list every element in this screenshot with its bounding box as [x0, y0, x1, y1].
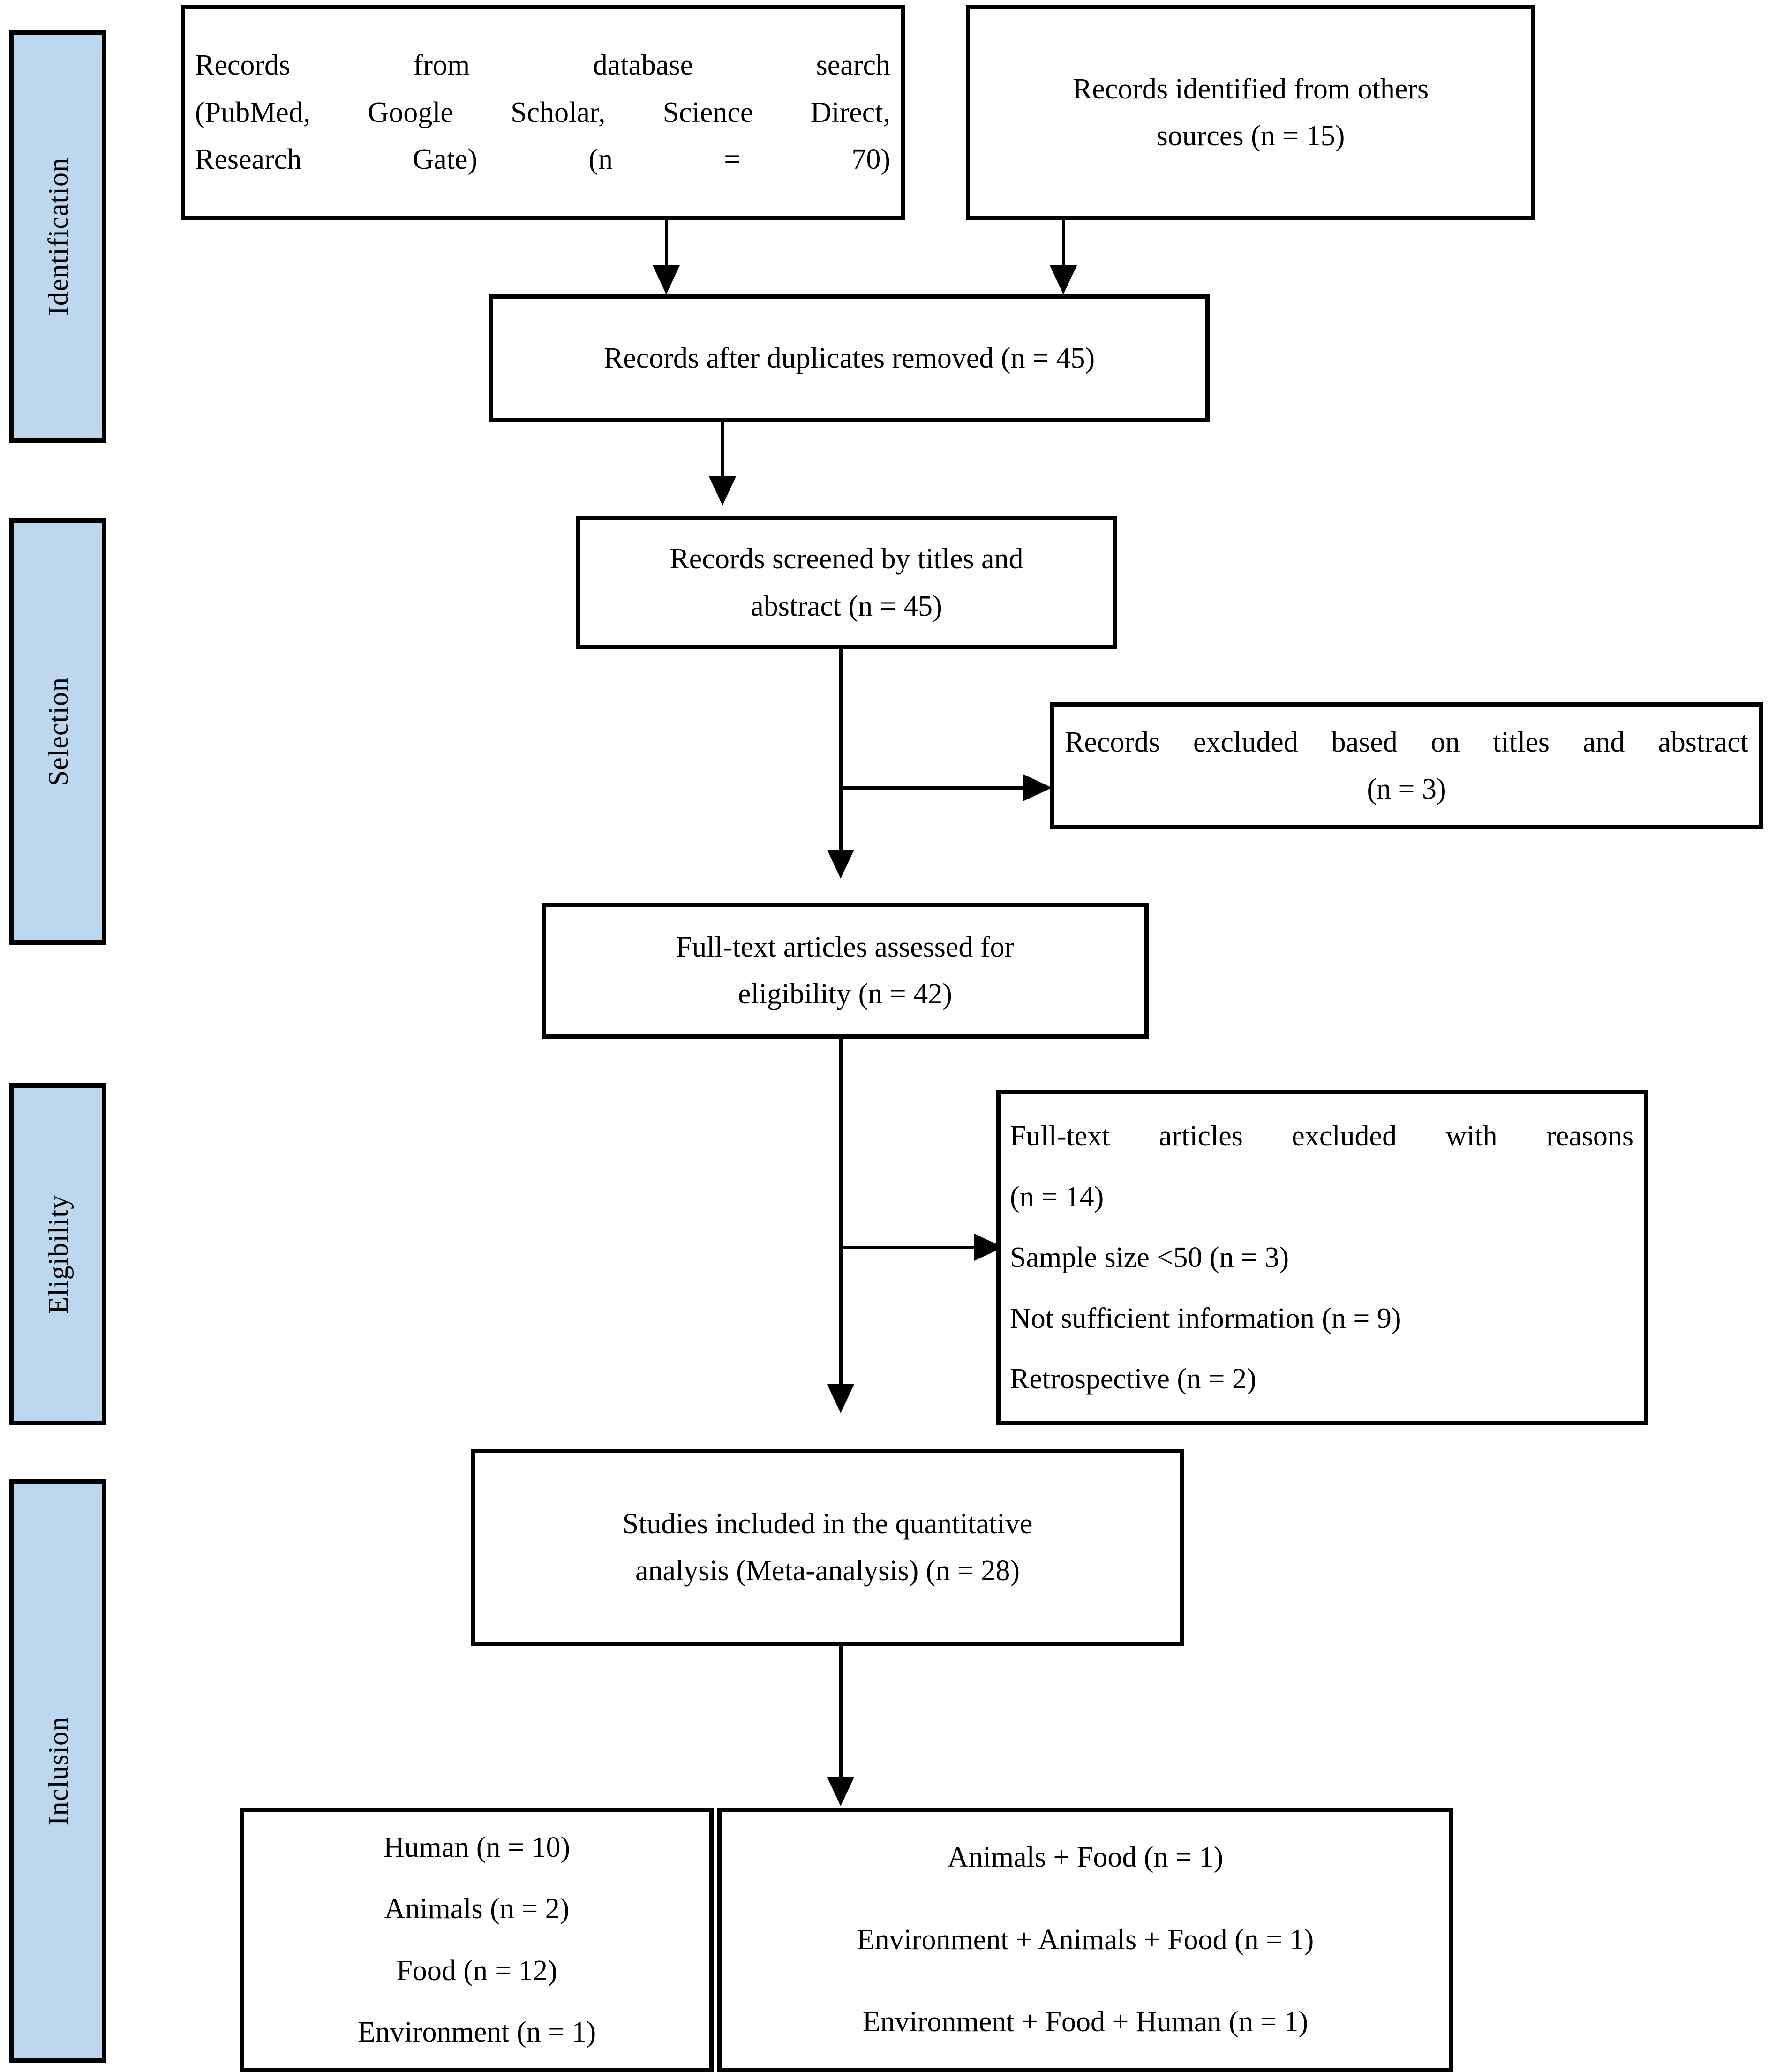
box-line: Studies included in the quantitative	[622, 1507, 1033, 1540]
box-line: Full-text articles assessed for	[676, 931, 1015, 963]
box-line: Records from database search	[195, 49, 890, 82]
box-fulltext-excluded-with-reasons: Full-text articles excluded with reasons…	[996, 1090, 1648, 1425]
box-line: (n = 3)	[1367, 773, 1446, 805]
box-line: (PubMed, Google Scholar, Science Direct,	[195, 96, 890, 128]
stage-selection: Selection	[9, 518, 106, 945]
stage-identification: Identification	[9, 30, 106, 443]
arrowhead-fulltext-to-included	[827, 1384, 854, 1413]
box-line: Environment + Food + Human (n = 1)	[862, 2006, 1309, 2038]
stage-eligibility: Eligibility	[9, 1083, 106, 1425]
arrowhead-database-to-duplicates	[653, 265, 680, 294]
stage-inclusion: Inclusion	[9, 1479, 106, 2063]
box-records-excluded: Records excluded based on titles and abs…	[1050, 702, 1763, 829]
box-records-from-database-search: Records from database search (PubMed, Go…	[181, 5, 905, 220]
connector-screened-to-records-excluded	[839, 786, 1024, 790]
box-studies-included: Studies included in the quantitative ana…	[471, 1449, 1184, 1646]
box-line: abstract (n = 45)	[751, 590, 942, 622]
box-categories-single-source: Human (n = 10) Animals (n = 2) Food (n =…	[240, 1808, 714, 2072]
box-line: Records identified from others	[1072, 73, 1429, 105]
stage-selection-label: Selection	[42, 677, 74, 786]
stage-eligibility-label: Eligibility	[42, 1194, 74, 1314]
box-line: Animals + Food (n = 1)	[947, 1841, 1224, 1874]
connector-database-to-duplicates	[665, 220, 668, 267]
connector-screened-to-fulltext	[839, 649, 843, 851]
box-fulltext-assessed: Full-text articles assessed for eligibil…	[542, 903, 1149, 1039]
connector-other-sources-to-duplicates	[1062, 220, 1065, 267]
box-line: Not sufficient information (n = 9)	[1010, 1302, 1401, 1334]
box-line: Records screened by titles and	[670, 543, 1023, 575]
connector-duplicates-to-screened	[721, 422, 724, 478]
connector-fulltext-to-excluded	[839, 1246, 975, 1249]
box-line: Environment + Animals + Food (n = 1)	[857, 1923, 1314, 1956]
box-line: Environment (n = 1)	[357, 2016, 596, 2049]
stage-inclusion-label: Inclusion	[42, 1717, 74, 1826]
box-line: Records excluded based on titles and abs…	[1065, 726, 1748, 758]
box-records-after-duplicates-removed: Records after duplicates removed (n = 45…	[489, 294, 1210, 422]
stage-identification-label: Identification	[42, 158, 74, 316]
connector-fulltext-to-included	[839, 1039, 843, 1386]
box-line: Research Gate) (n = 70)	[195, 143, 890, 176]
arrowhead-screened-to-records-excluded	[1023, 774, 1052, 801]
box-line: Records after duplicates removed (n = 45…	[603, 342, 1095, 374]
box-line: Full-text articles excluded with reasons	[1010, 1120, 1633, 1153]
box-line: Human (n = 10)	[383, 1831, 571, 1863]
arrowhead-screened-to-fulltext	[827, 850, 854, 879]
box-line: Animals (n = 2)	[384, 1893, 570, 1925]
connector-included-to-categories	[839, 1646, 843, 1779]
box-line: Sample size <50 (n = 3)	[1010, 1242, 1289, 1274]
arrowhead-other-sources-to-duplicates	[1050, 265, 1077, 294]
box-records-identified-from-other-sources: Records identified from others sources (…	[966, 5, 1535, 220]
box-line: Food (n = 12)	[396, 1954, 557, 1987]
box-line: sources (n = 15)	[1156, 120, 1345, 152]
box-records-screened: Records screened by titles and abstract …	[576, 516, 1117, 649]
box-line: eligibility (n = 42)	[738, 978, 952, 1010]
box-line: Retrospective (n = 2)	[1010, 1363, 1256, 1395]
box-categories-combined-sources: Animals + Food (n = 1) Environment + Ani…	[717, 1808, 1453, 2072]
box-line: analysis (Meta-analysis) (n = 28)	[635, 1555, 1020, 1587]
box-line: (n = 14)	[1010, 1181, 1104, 1213]
arrowhead-included-to-categories	[827, 1777, 854, 1806]
arrowhead-duplicates-to-screened	[709, 476, 736, 505]
